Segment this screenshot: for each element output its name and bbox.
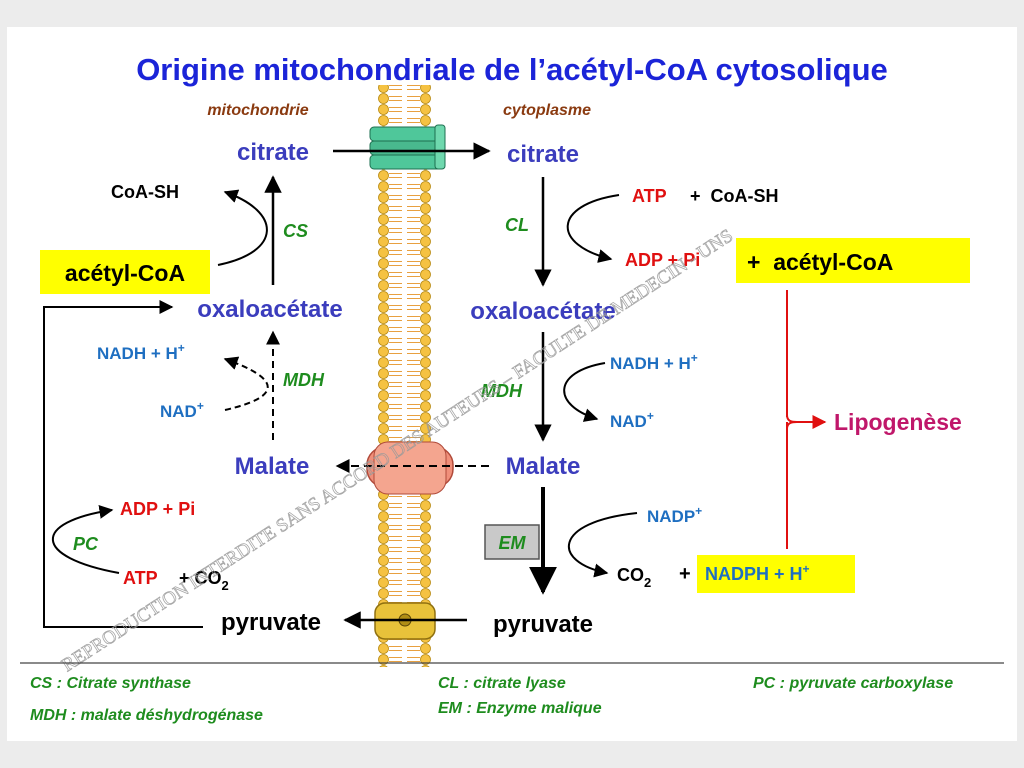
- nadp: NADP+: [647, 504, 702, 526]
- pyruvate-cyto: pyruvate: [493, 611, 593, 638]
- em-side-arrow: [567, 512, 638, 578]
- enzyme-mdh-mito: MDH: [283, 370, 325, 390]
- mitochondria-label: mitochondrie: [207, 102, 308, 119]
- malate-mito: Malate: [235, 453, 310, 480]
- pyruvate-mito: pyruvate: [221, 609, 321, 636]
- enzyme-mdh-cyto: MDH: [481, 381, 523, 401]
- malate-cyto: Malate: [506, 453, 581, 480]
- cs-side-arrow: [217, 189, 268, 266]
- plus-sign: +: [679, 563, 691, 585]
- enzyme-pc: PC: [73, 534, 99, 554]
- acetylcoa-cyto: + acétyl-CoA: [747, 249, 893, 275]
- citrate-mito: citrate: [237, 139, 309, 166]
- metabolic-diagram: Origine mitochondriale de l’acétyl-CoA c…: [20, 52, 1004, 724]
- nadph: NADPH + H+: [705, 562, 810, 584]
- mdh-cyto-side-arrow: [563, 362, 606, 422]
- legend-pc: PC : pyruvate carboxylase: [753, 675, 953, 692]
- acetylcoa-mito: acétyl-CoA: [65, 260, 185, 286]
- page-title: Origine mitochondriale de l’acétyl-CoA c…: [136, 52, 888, 87]
- atp-mito: ATP: [123, 568, 158, 588]
- nad-cyto: NAD+: [610, 409, 654, 431]
- atp-cyto: ATP: [632, 186, 667, 206]
- co2-cyto: CO2: [617, 565, 651, 590]
- citrate-transporter: [369, 124, 446, 170]
- enzyme-cl: CL: [505, 215, 529, 235]
- pc-side-arrow: [51, 504, 120, 574]
- enzyme-em-box: EM: [484, 524, 540, 560]
- enzyme-cs: CS: [283, 221, 308, 241]
- mdh-mito-side-arrow: [223, 356, 269, 411]
- acetylcoa-cyto-highlight: [736, 238, 970, 283]
- oxaloacetate-mito: oxaloacétate: [197, 296, 342, 323]
- lipogenese-label: Lipogenèse: [834, 409, 962, 435]
- nadh-cyto: NADH + H+: [610, 351, 698, 373]
- legend-cs: CS : Citrate synthase: [30, 675, 191, 692]
- coash-mito: CoA-SH: [111, 182, 179, 202]
- adp-mito: ADP + Pi: [120, 499, 195, 519]
- membrane-bilayer: [378, 85, 431, 667]
- oxaloacetate-cyto: oxaloacétate: [470, 298, 615, 325]
- cytoplasm-label: cytoplasme: [503, 102, 591, 119]
- enzyme-em: EM: [499, 533, 527, 553]
- nad-mito: NAD+: [160, 399, 204, 421]
- acetylcoa-mito-highlight: [40, 250, 210, 294]
- legend-cl: CL : citrate lyase: [438, 675, 566, 692]
- slide: Origine mitochondriale de l’acétyl-CoA c…: [7, 27, 1017, 741]
- legend-em: EM : Enzyme malique: [438, 700, 602, 717]
- adp-cyto: ADP + Pi: [625, 250, 700, 270]
- legend-mdh: MDH : malate déshydrogénase: [30, 707, 263, 724]
- co2-mito: + CO2: [179, 568, 229, 593]
- pc-loop-line: [43, 300, 203, 628]
- cl-side-arrow: [566, 194, 620, 263]
- malate-transporter: [366, 441, 454, 495]
- citrate-cyto: citrate: [507, 141, 579, 168]
- nadph-highlight: [697, 555, 855, 593]
- coash-cyto: + CoA-SH: [690, 186, 779, 206]
- nadh-mito: NADH + H+: [97, 341, 185, 363]
